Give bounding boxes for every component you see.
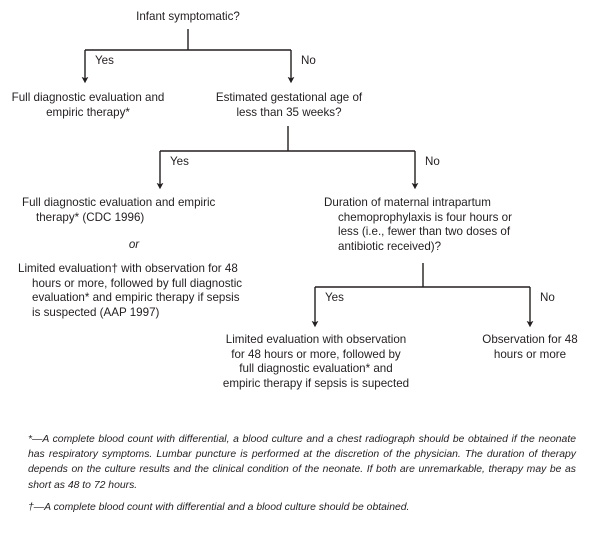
node-full-diagnostic-evaluation-empiric-therapy: Full diagnostic evaluation and empiric t…: [11, 91, 165, 119]
flowchart-canvas: Infant symptomatic? Yes No Full diagnost…: [11, 10, 578, 390]
edge-label-chemo-no: No: [540, 291, 555, 304]
node-estimated-gestational-age: Estimated gestational age of less than 3…: [215, 91, 363, 119]
node-observation-48-hours: Observation for 48 hours or more: [482, 333, 578, 361]
or-connector-label: or: [128, 238, 140, 251]
flowchart-connectors: [81, 29, 534, 328]
node-full-diagnostic-evaluation-cdc-1996: Full diagnostic evaluation and empiric t…: [22, 196, 216, 224]
node-limited-evaluation-aap-1997: Limited evaluation† with observation for…: [18, 262, 243, 319]
node-duration-maternal-intrapartum-chemoprophylaxis: Duration of maternal intrapartum chemopr…: [324, 196, 512, 253]
footnotes-section: *—A complete blood count with differenti…: [28, 432, 576, 515]
footnote-dagger: †—A complete blood count with differenti…: [28, 501, 410, 513]
node-infant-symptomatic: Infant symptomatic?: [136, 10, 240, 23]
edge-label-gestational-no: No: [425, 155, 440, 168]
edge-label-chemo-yes: Yes: [325, 291, 344, 304]
footnote-asterisk: *—A complete blood count with differenti…: [28, 434, 576, 491]
node-limited-evaluation-observation-outcome: Limited evaluation with observation for …: [222, 333, 410, 390]
edge-label-symptomatic-yes: Yes: [95, 54, 114, 67]
edge-label-symptomatic-no: No: [301, 54, 316, 67]
edge-label-gestational-yes: Yes: [170, 155, 189, 168]
